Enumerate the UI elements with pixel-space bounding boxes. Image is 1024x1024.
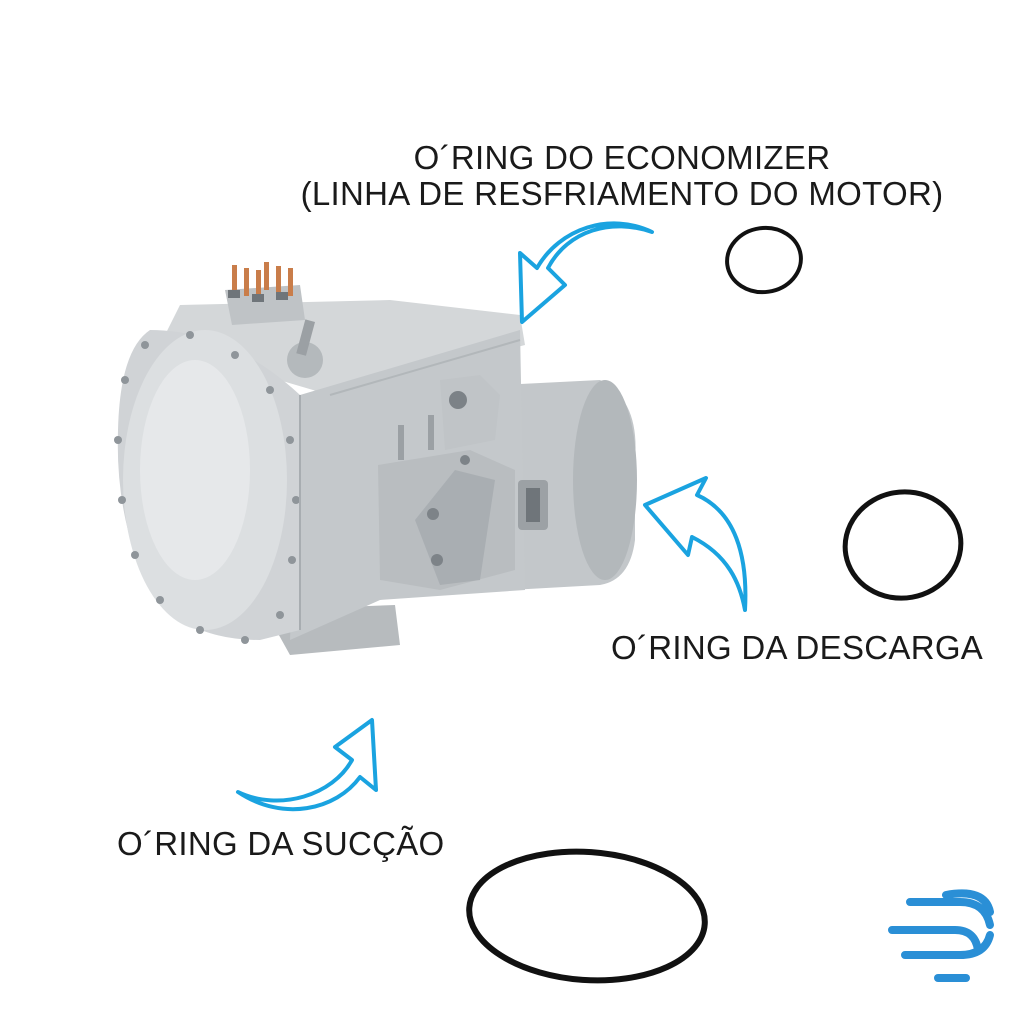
label-economizer-line1: O´RING DO ECONOMIZER [413,139,831,176]
arrow-descarga [643,476,748,612]
oring-economizer [725,225,803,295]
compressor-illustration [114,262,637,655]
label-economizer: O´RING DO ECONOMIZER (LINHA DE RESFRIAME… [292,140,952,212]
oring-succao [466,848,708,984]
label-succao: O´RING DA SUCÇÃO [117,825,445,862]
arrow-economizer [518,221,654,324]
label-economizer-line2: (LINHA DE RESFRIAMENTO DO MOTOR) [300,175,944,212]
arrow-succao [236,718,378,812]
three-wave-lines-logo-icon [888,889,994,982]
label-descarga: O´RING DA DESCARGA [611,629,984,666]
oring-descarga [842,489,964,601]
